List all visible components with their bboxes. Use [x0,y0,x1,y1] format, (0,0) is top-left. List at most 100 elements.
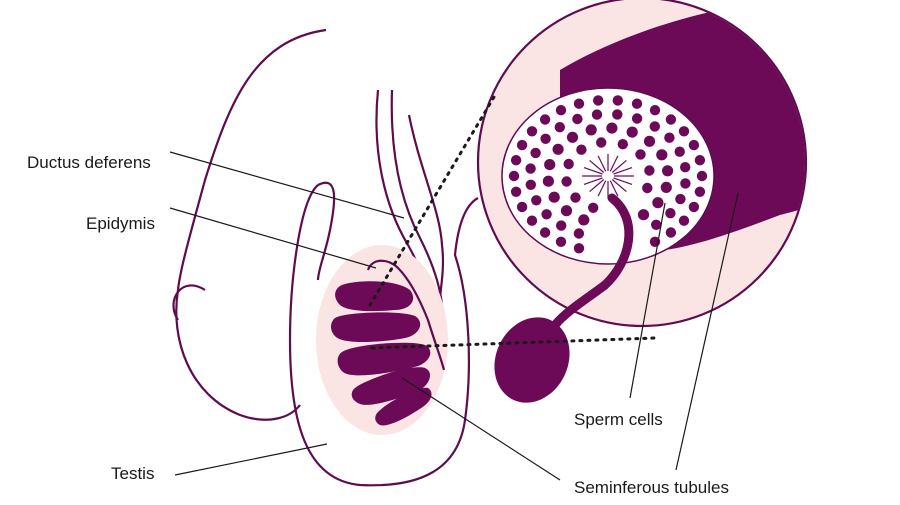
sperm-cell-dot [688,139,700,151]
sperm-cell-dot [678,215,690,226]
label-seminiferous-tubules: Seminferous tubules [574,478,729,497]
sperm-cell-dot [652,197,664,209]
flagellum-ray [589,179,605,193]
sperm-cell-dot [516,139,528,151]
sperm-cell-dot [665,208,676,219]
sperm-cell-dot [555,105,567,116]
sperm-cell-dot [540,133,551,144]
sperm-cell-dot [525,163,536,174]
sperm-cell-head [494,317,570,403]
label-sperm-cells: Sperm cells [574,410,663,429]
sperm-cell-dot [555,236,567,247]
sperm-cell-dot [526,126,538,137]
leader-seminiferous-tubules [401,377,561,481]
sperm-cell-dot [612,109,623,120]
sperm-cell-dot [680,162,691,173]
sperm-cell-dot [542,175,555,187]
label-epidymis: Epidymis [86,214,155,233]
sperm-cell-dot [665,114,677,125]
sperm-cell-dot [694,155,706,166]
sperm-cell-dot [554,122,565,133]
flagellum-ray [609,180,619,197]
sperm-cell-dot [588,202,599,213]
sperm-cell-dots [508,95,708,254]
glans-outline [172,284,206,321]
flagellum-ray [597,155,607,172]
label-testis: Testis [111,464,155,483]
zoom-connector-bottom [370,336,657,350]
sperm-cell-dot [570,192,581,203]
sperm-cell-tail [550,193,634,330]
sperm-cell-dot [635,149,646,160]
sperm-cell-dot [531,195,542,206]
sperm-cell-dot [591,109,603,120]
sperm-cell-dot [631,98,643,109]
leader-sperm-cells [629,202,666,399]
sperm-cell-dot [649,105,661,116]
tubule-2 [331,312,421,343]
sperm-cell-dot [573,243,585,254]
sperm-cell-dot [530,147,541,159]
sperm-cell-dot [585,124,597,136]
sperm-cell-dot [573,228,585,239]
sperm-cell-dot [510,155,522,166]
leader-testis [174,443,328,476]
sperm-cell-dot [539,227,551,238]
sperm-cell-dot [626,126,638,138]
sperm-cell-dot [516,201,528,213]
sperm-cell-dot [552,143,564,155]
sperm-cell-dot [606,122,618,134]
flagellum-ray [583,177,603,185]
sperm-cell-dot [660,181,672,193]
sperm-cell-dot [560,205,573,217]
leader-ductus-deferens [169,151,405,219]
flagellum-ray [611,159,627,173]
sperm-cell-dot [525,179,536,190]
ductus-deferens-tube-right [407,114,445,301]
sperm-cell-dot [593,95,604,106]
scrotum-outline [288,184,479,487]
sperm-cell-dot [637,209,650,221]
sperm-cell-dot [643,135,656,147]
sperm-cell-dot [566,131,579,143]
scrotum-inner-curve [316,181,336,281]
sperm-cell-dot [556,220,567,231]
sperm-cell-dot [544,159,556,171]
sperm-cell-dot [526,215,538,226]
sperm-cell-dot [578,214,590,226]
sperm-cell-dot [539,114,551,125]
sperm-cell-dot [563,158,574,170]
sperm-cell-dot [508,170,520,182]
sperm-cell-dot [665,227,677,238]
label-ductus-deferens: Ductus deferens [27,153,151,172]
sperm-cell-dot [662,165,674,177]
sperm-cell-dot [573,98,585,109]
flagellum-ray [611,179,627,193]
flagellum-ray [613,167,633,175]
sperm-cell-dot [548,191,560,203]
tubule-5 [375,387,432,426]
sperm-cell-dot [694,186,706,197]
sperm-cell-dot [631,113,643,124]
leader-epidymis [169,207,377,269]
tubule-lumen [501,87,715,265]
flagellum-ray [609,155,619,172]
lumen-flagella-rays [582,154,634,198]
sperm-cell-dot [696,170,708,182]
sperm-cell-dot [649,121,660,132]
zoom-connector-top [368,90,499,307]
sperm-cell-dot [644,165,655,176]
sperm-cell-dot [678,126,690,137]
penis-outline [175,28,327,421]
sperm-cell-dot [510,186,522,197]
sperm-cell-dot [651,219,662,230]
sperm-cell-dot [675,193,686,205]
tubule-4 [351,367,431,405]
sperm-cell-dot [656,149,668,161]
sperm-cell-dot [642,182,653,194]
sperm-cell-dot [674,146,685,157]
flagellum-ray [613,177,633,185]
sperm-cell-dot [680,178,691,189]
sperm-cell-dot [561,176,572,187]
